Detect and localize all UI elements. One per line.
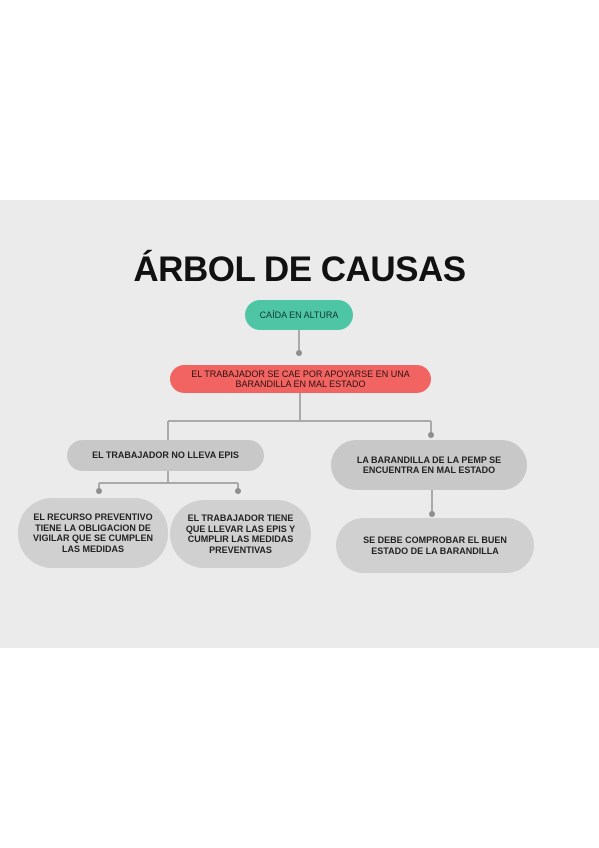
diagram-background bbox=[0, 200, 599, 648]
node-main-cause: EL TRABAJADOR SE CAE POR APOYARSE EN UNA… bbox=[170, 365, 431, 393]
node-left-child-a: EL RECURSO PREVENTIVO TIENE LA OBLIGACIO… bbox=[18, 498, 168, 568]
diagram-title: ÁRBOL DE CAUSAS bbox=[133, 250, 466, 289]
node-root: CAÍDA EN ALTURA bbox=[245, 300, 353, 330]
node-right-cause: LA BARANDILLA DE LA PEMP SE ENCUENTRA EN… bbox=[331, 440, 527, 490]
node-left-cause: EL TRABAJADOR NO LLEVA EPIS bbox=[67, 440, 264, 471]
node-left-child-b: EL TRABAJADOR TIENE QUE LLEVAR LAS EPIS … bbox=[170, 500, 311, 568]
node-right-child: SE DEBE COMPROBAR EL BUEN ESTADO DE LA B… bbox=[336, 518, 534, 573]
